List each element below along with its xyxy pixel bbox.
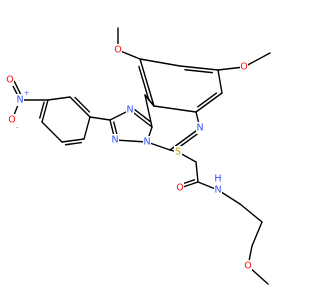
bond-b6-b1-inner — [138, 65, 150, 102]
atom-o-methoxy2-mask — [240, 61, 248, 73]
bond-a3-a4 — [41, 99, 49, 123]
bond-b2-b3-inner — [184, 69, 214, 74]
atom-n-nitro-mask — [16, 94, 24, 106]
bond-b6-b1 — [139, 58, 155, 107]
atom-o-carbonyl-mask — [176, 182, 184, 194]
bond-b1-b2 — [139, 58, 181, 67]
bond-c11-n1-inner — [134, 109, 152, 123]
bond-o2-me2 — [243, 52, 271, 68]
bond-a4-a5 — [41, 121, 63, 143]
atom-o-nitro-top: O — [6, 75, 13, 86]
bond-ca-cb — [239, 203, 263, 223]
atom-h-amide-mask — [214, 173, 222, 185]
bond-n2-n3 — [114, 139, 148, 143]
bond-a5-a6-inner — [64, 141, 83, 146]
atom-s-thio-mask — [174, 146, 182, 158]
atom-n-ring2: N — [111, 135, 118, 146]
bond-cb-cc — [251, 221, 263, 247]
bond-a5-a6 — [61, 138, 85, 143]
atom-n-ring3-mask — [143, 136, 151, 148]
atom-o-methoxy1: O — [114, 45, 121, 56]
bond-ch2-ccarb — [195, 161, 199, 183]
bond-b5-b6 — [153, 105, 197, 113]
bond-c2-a1 — [89, 116, 111, 121]
bond-nn-on1-inner — [13, 80, 23, 97]
atom-o-nitro-bottom-mask — [8, 114, 16, 126]
atom-n-ring4-mask — [196, 122, 204, 134]
atom-o-carbonyl: O — [176, 183, 183, 194]
atom-n-nitro: N — [16, 95, 23, 106]
atom-o-nitro-top-mask — [6, 74, 14, 86]
bond-b4-b5-inner — [197, 92, 218, 108]
bond-a2-a3 — [47, 96, 71, 101]
atom-o-methoxy3: O — [244, 261, 251, 272]
bond-b3-b4 — [217, 69, 223, 94]
atom-o-nitro-bottom: O — [8, 115, 15, 126]
atom-h-amide: H — [214, 174, 221, 185]
atom-o-methoxy1-mask — [114, 44, 122, 56]
atom-n-ring2-mask — [111, 134, 119, 146]
bond-a1-a2-inner — [74, 96, 91, 113]
atom-n-amide: N — [214, 185, 221, 196]
bond-lines — [9, 27, 271, 285]
charge-nitro-o: - — [16, 123, 19, 131]
atom-n-ring4: N — [196, 123, 203, 134]
charge-nitro-n: + — [24, 89, 29, 97]
atom-o-methoxy2: O — [240, 62, 247, 73]
atom-n-ring1-mask — [126, 104, 134, 116]
atom-n-amide-mask — [214, 184, 222, 196]
bond-a3-a4-inner — [39, 101, 45, 119]
atom-n-ring3: N — [143, 137, 150, 148]
atom-s-thio: S — [175, 147, 181, 158]
bond-c10-b6b — [144, 94, 155, 107]
atom-n-ring1: N — [126, 105, 133, 116]
bond-b2-b3 — [179, 65, 219, 71]
bond-a1-a2 — [69, 96, 91, 118]
atom-o-methoxy3-mask — [244, 260, 252, 272]
bond-b3-o2 — [217, 66, 245, 71]
bond-a6-a1 — [83, 116, 91, 140]
bond-b4-b5 — [195, 92, 223, 113]
